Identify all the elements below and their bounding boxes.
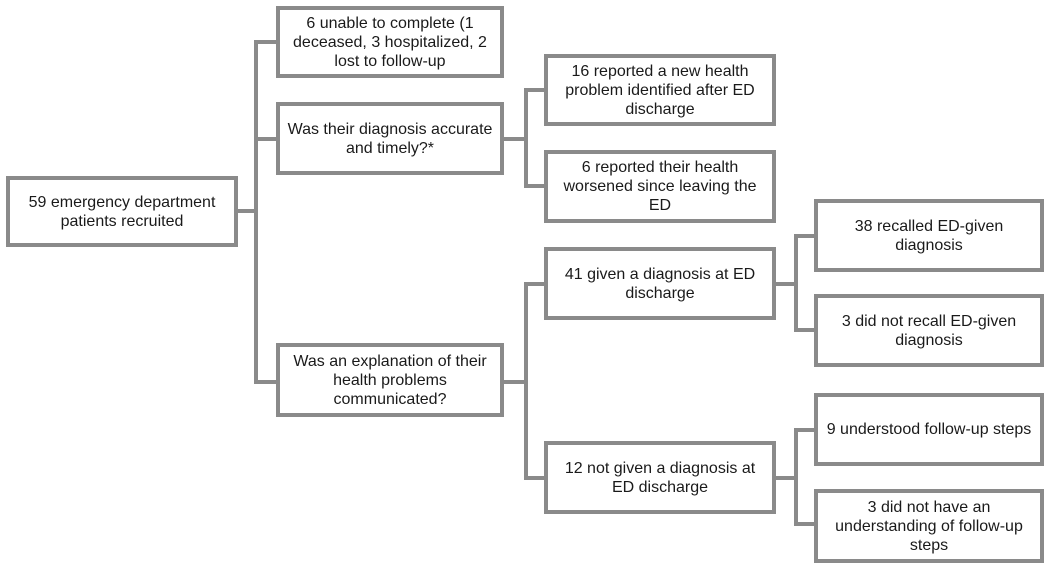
connector-explanation-stub bbox=[502, 380, 526, 384]
connector-root-stub bbox=[236, 209, 256, 213]
connector-accurate-vertical bbox=[524, 88, 528, 188]
connector-to-unable bbox=[254, 40, 278, 44]
node-health-worsened: 6 reported their health worsened since l… bbox=[544, 150, 776, 223]
connector-not-given-stub bbox=[774, 476, 796, 480]
node-recalled-diagnosis-label: 38 recalled ED-given diagnosis bbox=[854, 217, 1004, 254]
connector-to-new-problem bbox=[524, 88, 546, 92]
connector-to-not-understood bbox=[794, 522, 816, 526]
node-understood-follow-up-label: 9 understood follow-up steps bbox=[826, 421, 1032, 438]
node-patients-recruited-label: 59 emergency department patients recruit… bbox=[28, 193, 216, 230]
connector-not-given-vertical bbox=[794, 428, 798, 526]
connector-given-vertical bbox=[794, 234, 798, 332]
node-new-health-problem-label: 16 reported a new health problem identif… bbox=[565, 62, 755, 118]
node-not-given-diagnosis: 12 not given a diagnosis at ED discharge bbox=[544, 441, 776, 514]
node-recalled-diagnosis: 38 recalled ED-given diagnosis bbox=[814, 199, 1044, 272]
connector-to-explanation bbox=[254, 380, 278, 384]
connector-accurate-stub bbox=[502, 137, 526, 141]
connector-root-vertical bbox=[254, 40, 258, 384]
node-unable-to-complete: 6 unable to complete (1 deceased, 3 hosp… bbox=[276, 6, 504, 78]
connector-to-not-given-dx bbox=[524, 476, 546, 480]
connector-given-stub bbox=[774, 282, 796, 286]
node-given-diagnosis: 41 given a diagnosis at ED discharge bbox=[544, 247, 776, 320]
node-patients-recruited: 59 emergency department patients recruit… bbox=[6, 176, 238, 247]
node-understood-follow-up: 9 understood follow-up steps bbox=[814, 393, 1044, 466]
node-not-given-diagnosis-label: 12 not given a diagnosis at ED discharge bbox=[564, 459, 756, 496]
connector-to-not-recalled bbox=[794, 328, 816, 332]
node-health-worsened-label: 6 reported their health worsened since l… bbox=[563, 159, 757, 214]
node-explanation-question-label: Was an explanation of their health probl… bbox=[293, 352, 487, 408]
node-did-not-recall-diagnosis-label: 3 did not recall ED-given diagnosis bbox=[841, 312, 1017, 349]
node-unable-to-complete-label: 6 unable to complete (1 deceased, 3 hosp… bbox=[293, 14, 487, 70]
node-given-diagnosis-label: 41 given a diagnosis at ED discharge bbox=[564, 265, 756, 302]
node-no-understanding-follow-up: 3 did not have an understanding of follo… bbox=[814, 489, 1044, 563]
connector-to-recalled bbox=[794, 234, 816, 238]
connector-to-given-dx bbox=[524, 282, 546, 286]
connector-to-understood bbox=[794, 428, 816, 432]
node-did-not-recall-diagnosis: 3 did not recall ED-given diagnosis bbox=[814, 294, 1044, 367]
node-no-understanding-follow-up-label: 3 did not have an understanding of follo… bbox=[835, 498, 1023, 554]
node-diagnosis-accurate-question: Was their diagnosis accurate and timely?… bbox=[276, 102, 504, 175]
node-new-health-problem: 16 reported a new health problem identif… bbox=[544, 54, 776, 126]
connector-to-worsened bbox=[524, 184, 546, 188]
connector-explanation-vertical bbox=[524, 282, 528, 480]
node-diagnosis-accurate-question-label: Was their diagnosis accurate and timely?… bbox=[287, 120, 493, 157]
connector-to-accurate bbox=[254, 137, 278, 141]
node-explanation-question: Was an explanation of their health probl… bbox=[276, 343, 504, 417]
